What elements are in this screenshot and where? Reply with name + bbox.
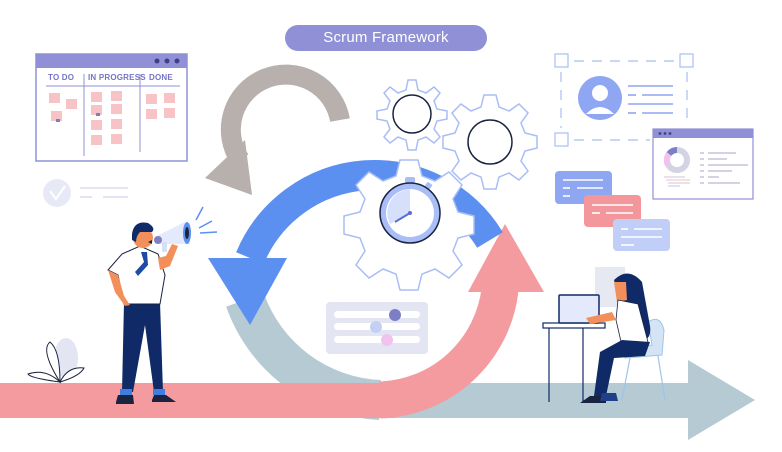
chat-bubble — [613, 219, 670, 251]
laptop-icon — [558, 294, 600, 324]
checklist-item — [43, 179, 128, 207]
analytics-window — [652, 128, 754, 200]
stopwatch-icon — [379, 177, 441, 244]
backlog-arrow — [205, 64, 350, 195]
gear-icon — [376, 79, 448, 151]
kanban-column-in-progress: IN PROGRESS — [88, 73, 146, 82]
page-title: Scrum Framework — [285, 25, 487, 51]
gear-icon — [442, 94, 538, 190]
donut-chart-icon — [663, 147, 690, 173]
kanban-column-done: DONE — [149, 73, 173, 82]
kanban-board — [35, 53, 188, 162]
plant-icon — [27, 338, 85, 384]
settings-sliders-card — [326, 302, 428, 354]
user-profile-card — [554, 53, 694, 147]
woman-at-laptop — [542, 267, 666, 403]
kanban-column-todo: TO DO — [48, 73, 75, 82]
man-with-megaphone — [107, 206, 218, 404]
increment-arrow — [0, 224, 544, 419]
